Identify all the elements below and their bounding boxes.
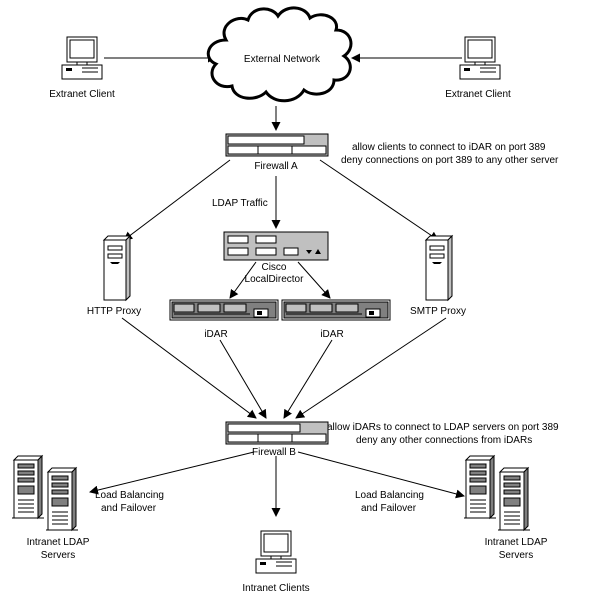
server-icon	[45, 467, 79, 531]
extranet-client-right-label: Extranet Client	[445, 89, 511, 100]
link-idar-right-to-firewall-b	[283, 339, 333, 419]
idar-right: iDAR	[281, 299, 391, 340]
computer-icon	[255, 530, 297, 574]
idar-right-label: iDAR	[320, 329, 343, 340]
server-icon	[463, 455, 497, 519]
firewall-a-rule-allow: allow clients to connect to iDAR on port…	[352, 142, 546, 153]
ldap-traffic-label: LDAP Traffic	[212, 198, 268, 209]
ldap-servers-left-line2: Servers	[41, 550, 75, 561]
server-icon	[497, 467, 531, 531]
load-balancing-right-line1: Load Balancing	[355, 490, 424, 501]
ldap-servers-left: Intranet LDAP Servers	[11, 455, 90, 561]
link-smtp-proxy-to-firewall-b	[295, 317, 447, 419]
load-balancing-left-line1: Load Balancing	[95, 490, 164, 501]
link-localdirector-to-idar-right	[297, 261, 331, 299]
extranet-client-right: Extranet Client	[445, 36, 511, 100]
ldap-servers-right-line2: Servers	[499, 550, 533, 561]
link-http-proxy-to-firewall-b	[121, 317, 257, 419]
idar-left: iDAR	[169, 299, 279, 340]
ldap-servers-left-line1: Intranet LDAP	[27, 537, 90, 548]
localdirector-label: LocalDirector	[245, 274, 305, 285]
firewall-b-rule-deny: deny any other connections from iDARs	[356, 435, 532, 446]
firewall-a-rule-deny: deny connections on port 389 to any othe…	[341, 155, 559, 166]
load-balancing-right-line2: and Failover	[361, 503, 417, 514]
link-localdirector-to-idar-left	[229, 261, 257, 299]
ldap-servers-right-line1: Intranet LDAP	[485, 537, 548, 548]
intranet-clients-label: Intranet Clients	[242, 583, 309, 594]
firewall-b: Firewall B	[225, 421, 329, 458]
server-tower-icon	[425, 235, 453, 301]
link-idar-left-to-firewall-b	[219, 339, 267, 419]
computer-icon	[459, 36, 501, 80]
firewall-a: Firewall A	[225, 133, 329, 172]
load-balancing-left-line2: and Failover	[101, 503, 157, 514]
firewall-b-label: Firewall B	[252, 447, 296, 458]
firewall-b-rule-allow: allow iDARs to connect to LDAP servers o…	[327, 422, 559, 433]
link-firewall-b-to-ldap-right	[297, 451, 465, 499]
external-network-cloud: External Network	[206, 6, 353, 103]
rack-server-icon	[169, 299, 279, 321]
link-firewall-b-to-ldap-left	[89, 451, 255, 495]
ldap-servers-right: Intranet LDAP Servers	[463, 455, 548, 561]
http-proxy-label: HTTP Proxy	[87, 306, 141, 317]
link-firewall-a-to-http-proxy	[123, 159, 231, 241]
smtp-proxy: SMTP Proxy	[410, 235, 466, 317]
link-firewall-a-to-smtp-proxy	[319, 159, 439, 241]
extranet-client-left: Extranet Client	[49, 36, 115, 100]
rack-server-icon	[281, 299, 391, 321]
smtp-proxy-label: SMTP Proxy	[410, 306, 466, 317]
intranet-clients: Intranet Clients	[242, 530, 310, 594]
firewall-a-label: Firewall A	[254, 161, 298, 172]
idar-left-label: iDAR	[204, 329, 227, 340]
cisco-localdirector: Cisco LocalDirector	[223, 231, 329, 285]
extranet-client-left-label: Extranet Client	[49, 89, 115, 100]
connections	[89, 53, 465, 517]
server-tower-icon	[103, 235, 131, 301]
http-proxy: HTTP Proxy	[87, 235, 141, 317]
server-icon	[11, 455, 45, 519]
cisco-label: Cisco	[261, 262, 286, 273]
computer-icon	[61, 36, 103, 80]
external-network-label: External Network	[244, 54, 321, 65]
